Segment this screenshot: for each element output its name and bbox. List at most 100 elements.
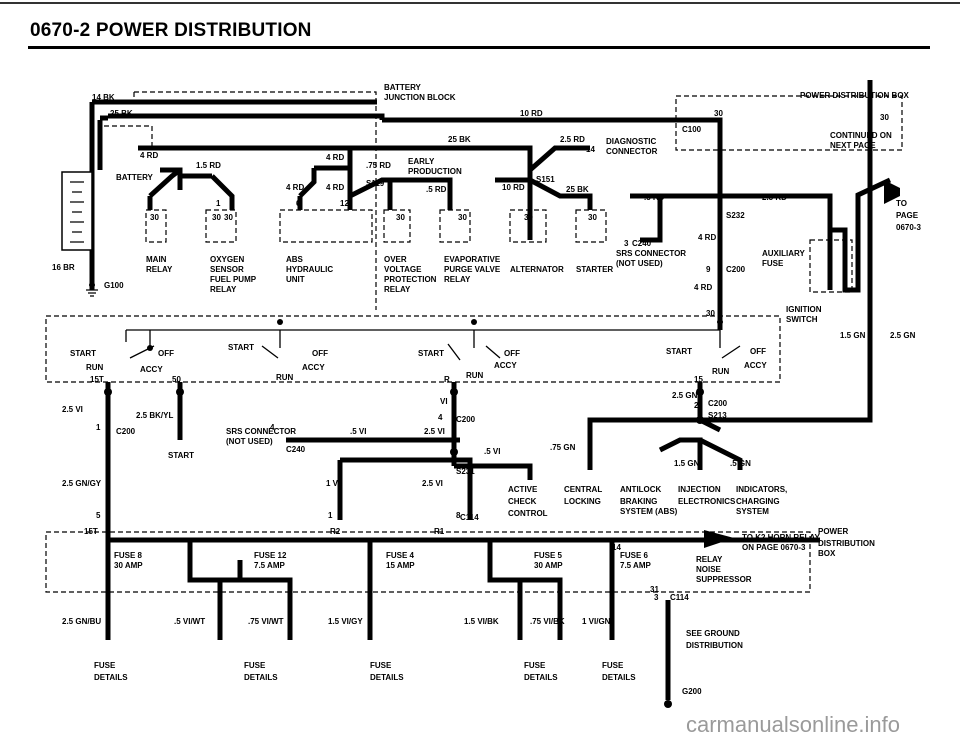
connector-c200: C200 (726, 265, 746, 274)
terminal-30: 30 (706, 309, 715, 318)
wire-5gn: .5 GN (730, 459, 751, 468)
ground-dot-g200 (664, 700, 672, 708)
fuel-pump-label: FUEL PUMP (210, 275, 257, 284)
pin-30-alt: 30 (524, 213, 533, 222)
auxiliary-fuse-label-2: FUSE (762, 259, 784, 268)
starter-label: STARTER (576, 265, 613, 274)
noise-label: NOISE (696, 565, 722, 574)
ground-dot-g100 (89, 282, 95, 288)
watermark: carmanualsonline.info (686, 712, 901, 737)
oxygen-sensor-label: OXYGEN (210, 255, 244, 264)
switch-contact-3 (471, 319, 477, 325)
abs-hydraulic-label: ABS (286, 255, 304, 264)
switch-run-3: RUN (466, 371, 484, 380)
middle-wires (105, 80, 873, 520)
terminal-15t-b: 15T (84, 527, 98, 536)
terminal-3: 3 (654, 593, 659, 602)
indicators-label: INDICATORS, (736, 485, 787, 494)
terminal-5: 5 (96, 511, 101, 520)
antilock-label-2: BRAKING (620, 497, 657, 506)
wire-16br: 16 BR (52, 263, 75, 272)
fuse-details-3b: DETAILS (370, 673, 404, 682)
switch-off-3: OFF (504, 349, 520, 358)
switch-accy-1: ACCY (140, 365, 163, 374)
terminal-4: 4 (438, 413, 443, 422)
junction-block-label: JUNCTION BLOCK (384, 93, 456, 102)
fuse-details-5b: DETAILS (602, 673, 636, 682)
relay-boxes (145, 95, 903, 293)
terminal-3-c240: 3 (624, 239, 629, 248)
main-relay-label-2: RELAY (146, 265, 173, 274)
auxiliary-fuse-label: AUXILIARY (762, 249, 805, 258)
ignition-switch-label-2: SWITCH (786, 315, 818, 324)
terminal-31: 31 (650, 585, 659, 594)
wire-25bkyl: 2.5 BK/YL (136, 411, 173, 420)
pin-30-starter: 30 (588, 213, 597, 222)
active-check-label: ACTIVE (508, 485, 538, 494)
switch-off-4: OFF (750, 347, 766, 356)
suppressor-label: SUPPRESSOR (696, 575, 752, 584)
srs-connector-label: SRS CONNECTOR (616, 249, 686, 258)
abs-hydraulic-label-3: UNIT (286, 275, 305, 284)
wire-14bk: 14 BK (92, 93, 115, 102)
wire-5vi: .5 VI (350, 427, 366, 436)
fuse-details-2: FUSE (244, 661, 266, 670)
terminal-9: 9 (706, 265, 711, 274)
splice-s213: S213 (708, 411, 727, 420)
switch-off-1: OFF (158, 349, 174, 358)
fuel-pump-relay-label: RELAY (210, 285, 237, 294)
wire-15vibk: 1.5 VI/BK (464, 617, 499, 626)
to-page-label: TO (896, 199, 907, 208)
switch-start-4: START (666, 347, 692, 356)
switch-start-2: START (228, 343, 254, 352)
splice-dot-a (104, 388, 112, 396)
abs-hydraulic-label-2: HYDRAULIC (286, 265, 333, 274)
terminal-50: 50 (172, 375, 181, 384)
splice-dot-c (450, 388, 458, 396)
wire-25gnbu: 2.5 GN/BU (62, 617, 101, 626)
terminal-12: 12 (340, 199, 349, 208)
central-locking-label: CENTRAL (564, 485, 602, 494)
pin-30-ov: 30 (396, 213, 405, 222)
fuse-6-amp: 7.5 AMP (620, 561, 651, 570)
wire-15gn-b: 1.5 GN (674, 459, 700, 468)
lower-distribution-box (45, 520, 820, 700)
connector-c200-d: C200 (708, 399, 728, 408)
main-feed-wires (89, 99, 892, 330)
switch-accy-4: ACCY (744, 361, 767, 370)
indicators-label-2: CHARGING (736, 497, 780, 506)
terminal-30-cont: 30 (880, 113, 889, 122)
wire-4rd-b: 4 RD (326, 153, 344, 162)
wire-15gn: 1.5 GN (840, 331, 866, 340)
overvoltage-label-4: RELAY (384, 285, 411, 294)
wire-25gn: 2.5 GN (890, 331, 916, 340)
fuse-details-4: FUSE (524, 661, 546, 670)
terminal-15: 15 (694, 375, 703, 384)
horn-relay-page-label: ON PAGE 0670-3 (742, 543, 806, 552)
srs-not-used-label: (NOT USED) (616, 259, 663, 268)
fuse-5-label: FUSE 5 (534, 551, 563, 560)
wire-75rd: .75 RD (366, 161, 391, 170)
wire-15vigy: 1.5 VI/GY (328, 617, 363, 626)
wire-5rd-b: .5 RD (644, 193, 665, 202)
fuse-8-label: FUSE 8 (114, 551, 143, 560)
switch-run-2: RUN (276, 373, 294, 382)
terminal-1: 1 (328, 511, 333, 520)
wire-10rd: 10 RD (520, 109, 543, 118)
splice-s151: S151 (536, 175, 555, 184)
terminal-1-c200: 1 (96, 423, 101, 432)
splice-s232: S232 (726, 211, 745, 220)
horn-relay-label: TO K2 HORN RELAY (742, 533, 820, 542)
wire-1vi: 1 VI (326, 479, 340, 488)
fuse-details-2b: DETAILS (244, 673, 278, 682)
pin-30-o2-a: 30 (212, 213, 221, 222)
splice-s119: S119 (366, 179, 385, 188)
overvoltage-label-2: VOLTAGE (384, 265, 422, 274)
evap-purge-label-3: RELAY (444, 275, 471, 284)
alternator-label: ALTERNATOR (510, 265, 564, 274)
antilock-label-3: SYSTEM (ABS) (620, 507, 678, 516)
terminal-2: 2 (694, 401, 699, 410)
main-relay-label: MAIN (146, 255, 167, 264)
ground-g100-label: G100 (104, 281, 124, 290)
fuse-details-5: FUSE (602, 661, 624, 670)
